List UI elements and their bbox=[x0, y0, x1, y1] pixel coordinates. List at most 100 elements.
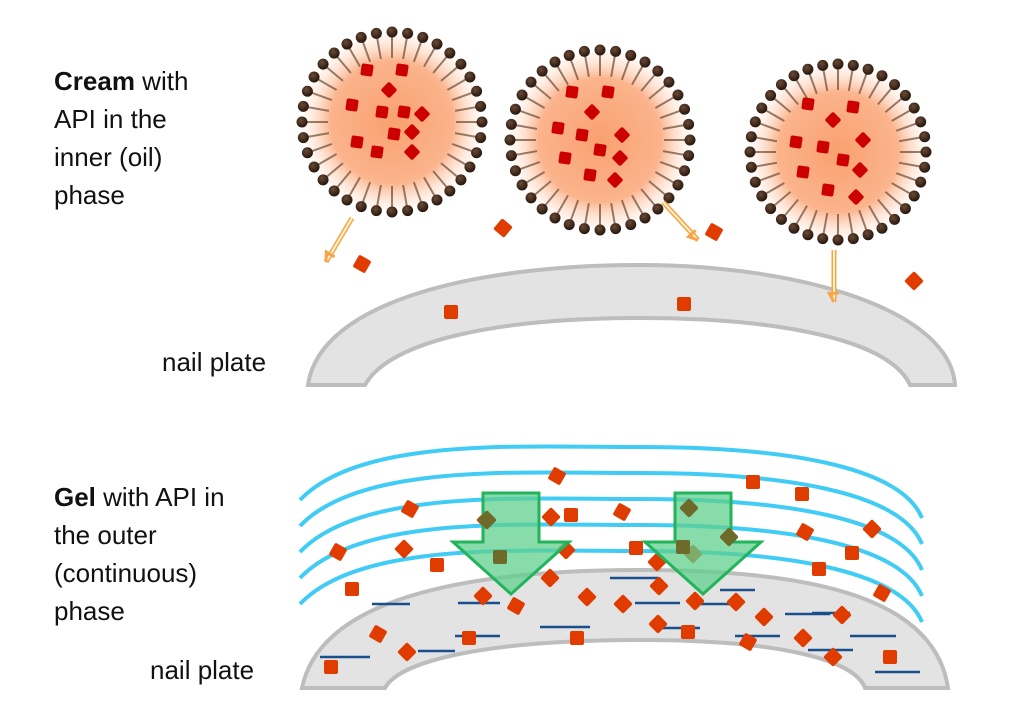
surfactant-tail bbox=[584, 55, 590, 78]
api-particle-in-droplet bbox=[397, 105, 411, 119]
surfactant-head bbox=[765, 89, 777, 101]
api-particle-in-droplet bbox=[821, 183, 835, 197]
surfactant-tail bbox=[898, 161, 921, 168]
surfactant-head bbox=[475, 132, 487, 144]
api-particle bbox=[677, 297, 691, 311]
api-particle-in-droplet bbox=[801, 97, 815, 111]
surfactant-head bbox=[536, 65, 548, 77]
surfactant-head bbox=[297, 100, 309, 112]
surfactant-head bbox=[402, 205, 414, 217]
surfactant-head bbox=[578, 45, 590, 57]
api-particle-in-droplet bbox=[350, 135, 364, 149]
surfactant-tail bbox=[884, 191, 903, 207]
api-particle-in-droplet bbox=[381, 82, 397, 98]
api-particle-gel bbox=[648, 614, 668, 634]
surfactant-head bbox=[788, 222, 800, 234]
surfactant-head bbox=[684, 134, 696, 146]
surfactant-tail bbox=[898, 136, 921, 143]
cream-description: Cream with API in the inner (oil) phase bbox=[54, 62, 284, 214]
api-particle-gel bbox=[548, 467, 566, 485]
api-particle-in-droplet bbox=[584, 104, 600, 120]
surfactant-head bbox=[594, 224, 606, 236]
gel-matrix-line bbox=[298, 470, 924, 545]
surfactant-tail bbox=[795, 78, 808, 99]
surfactant-tail bbox=[891, 109, 912, 122]
surfactant-tail bbox=[451, 91, 474, 102]
surfactant-head bbox=[370, 205, 382, 217]
surfactant-head bbox=[476, 116, 488, 128]
surfactant-tail bbox=[310, 91, 333, 102]
surfactant-head bbox=[832, 234, 844, 246]
surfactant-tail bbox=[783, 198, 799, 217]
gel-title-line: the outer bbox=[54, 520, 157, 550]
cream-title-line: API in the bbox=[54, 104, 167, 134]
surfactant-head bbox=[749, 176, 761, 188]
api-particle-gel bbox=[681, 625, 695, 639]
api-particle-in-droplet bbox=[852, 162, 868, 178]
surfactant-tail bbox=[662, 124, 685, 130]
surfactant-head bbox=[915, 176, 927, 188]
surfactant-head bbox=[386, 206, 398, 218]
surfactant-head bbox=[610, 223, 622, 235]
surfactant-tail bbox=[631, 65, 644, 86]
api-particle-gel bbox=[564, 508, 578, 522]
api-particle-gel bbox=[845, 546, 859, 560]
surfactant-head bbox=[862, 63, 874, 75]
api-particle-gel bbox=[345, 582, 359, 596]
surfactant-tail bbox=[335, 55, 352, 74]
surfactant-head bbox=[431, 194, 443, 206]
api-particle-gel bbox=[577, 587, 597, 607]
surfactant-tail bbox=[895, 172, 918, 182]
surfactant-head bbox=[915, 116, 927, 128]
surfactant-tail bbox=[808, 72, 818, 95]
api-particle-gel bbox=[873, 584, 891, 602]
surfactant-head bbox=[301, 147, 313, 159]
api-particle-gel bbox=[540, 568, 560, 588]
surfactant-tail bbox=[610, 202, 616, 225]
surfactant-head bbox=[308, 161, 320, 173]
surfactant-tail bbox=[847, 212, 854, 235]
surfactant-head bbox=[504, 134, 516, 146]
surfactant-tail bbox=[412, 181, 423, 204]
api-particle-gel bbox=[613, 503, 631, 521]
surfactant-tail bbox=[822, 69, 829, 92]
surfactant-tail bbox=[891, 182, 912, 195]
surfactant-head bbox=[355, 31, 367, 43]
surfactant-head bbox=[862, 229, 874, 241]
surfactant-head bbox=[683, 118, 695, 130]
surfactant-tail bbox=[877, 87, 893, 106]
surfactant-head bbox=[908, 102, 920, 114]
api-particle-in-droplet bbox=[404, 124, 420, 140]
surfactant-head bbox=[505, 118, 517, 130]
cream-title-line: phase bbox=[54, 180, 125, 210]
api-particle-gel bbox=[629, 541, 643, 555]
surfactant-tail bbox=[376, 37, 382, 60]
surfactant-tail bbox=[446, 78, 467, 91]
surfactant-tail bbox=[525, 96, 546, 109]
surfactant-tail bbox=[543, 188, 560, 207]
surfactant-tail bbox=[795, 205, 808, 226]
api-particle-in-droplet bbox=[825, 112, 841, 128]
surfactant-tail bbox=[764, 109, 785, 122]
surfactant-head bbox=[402, 27, 414, 39]
api-particle-gel bbox=[462, 631, 476, 645]
surfactant-head bbox=[679, 165, 691, 177]
surfactant-tail bbox=[773, 97, 792, 113]
surfactant-head bbox=[847, 59, 859, 71]
surfactant-head bbox=[639, 212, 651, 224]
surfactant-tail bbox=[877, 198, 893, 217]
api-particle-in-droplet bbox=[816, 140, 830, 154]
api-particle-in-droplet bbox=[583, 168, 597, 182]
surfactant-tail bbox=[533, 83, 552, 100]
api-particle-in-droplet bbox=[593, 143, 607, 157]
api-particle-in-droplet bbox=[551, 121, 565, 135]
surfactant-head bbox=[908, 190, 920, 202]
surfactant-head bbox=[899, 203, 911, 215]
surfactant-head bbox=[775, 79, 787, 91]
cream-title-rest: with bbox=[134, 66, 189, 96]
surfactant-tail bbox=[515, 124, 538, 130]
surfactant-tail bbox=[423, 176, 436, 197]
surfactant-tail bbox=[454, 106, 477, 112]
surfactant-tail bbox=[325, 162, 344, 179]
